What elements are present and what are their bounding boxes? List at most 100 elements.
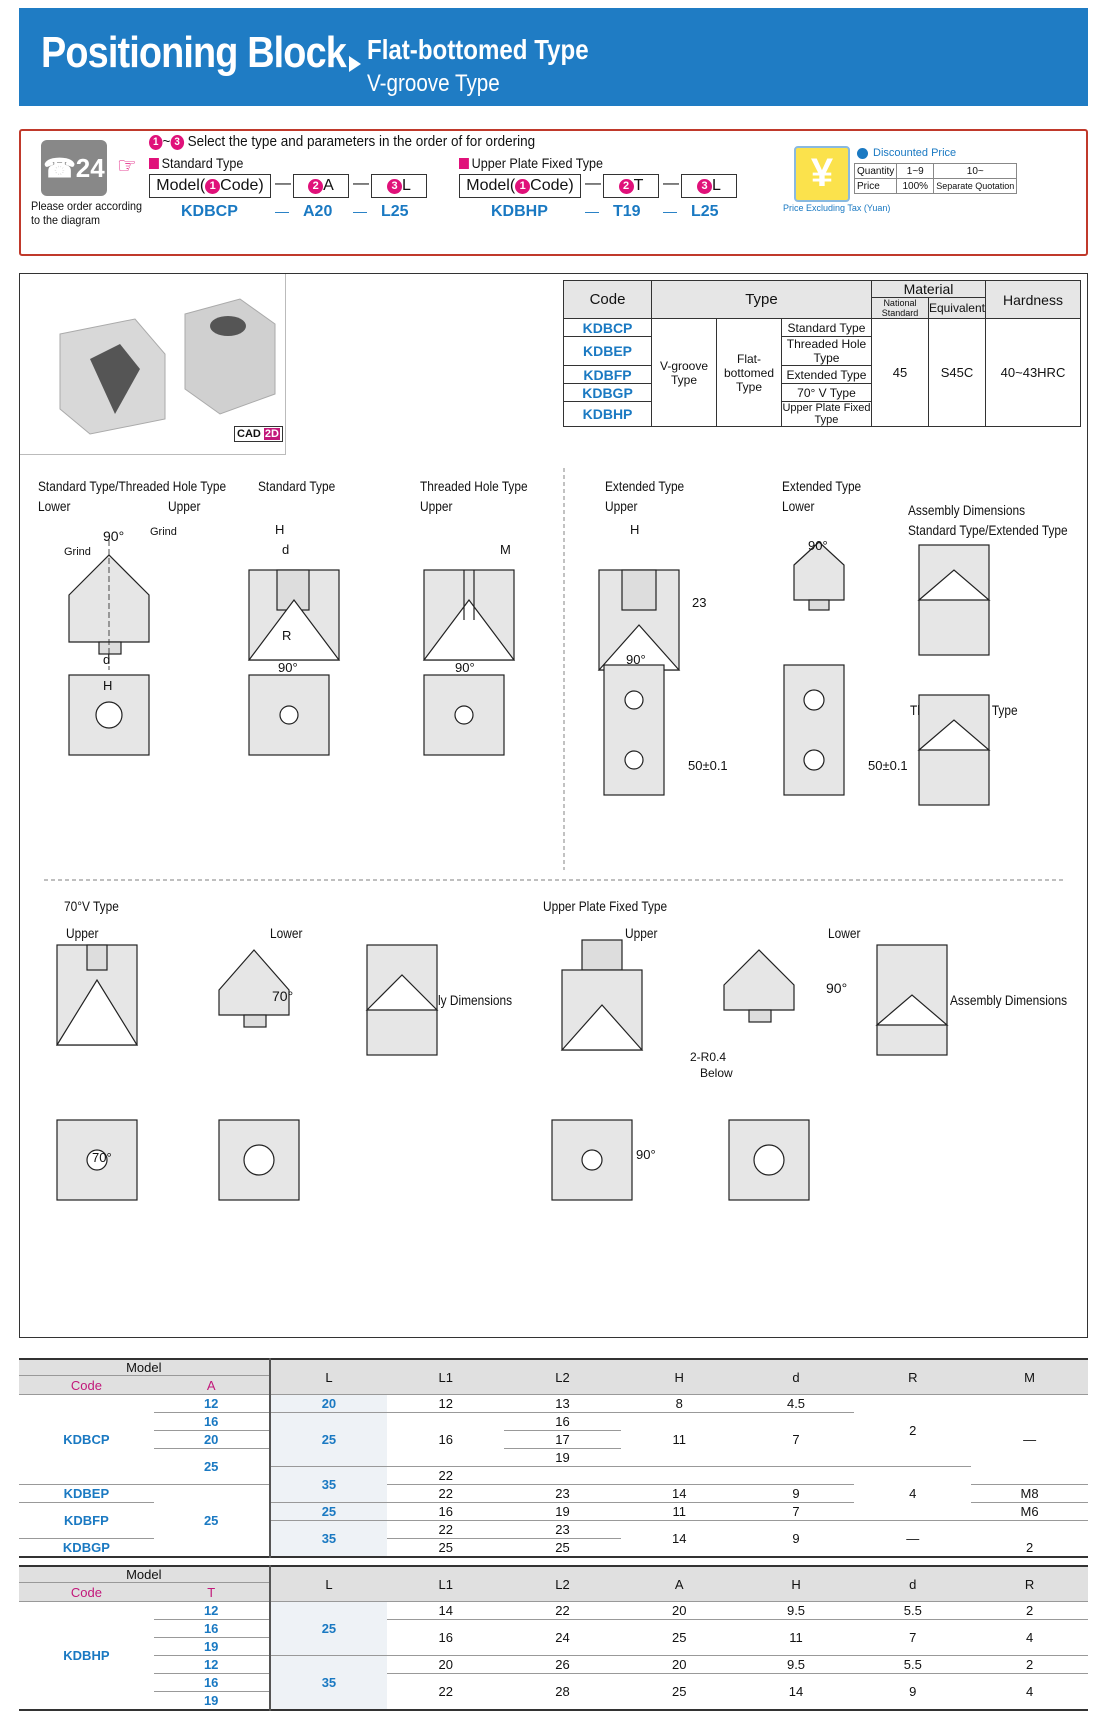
t1-d: 4.5 — [737, 1394, 855, 1413]
t2-l1: 16 — [387, 1619, 505, 1656]
t2-l2: 28 — [504, 1673, 621, 1711]
dim-70: 70° — [272, 988, 294, 1004]
dim-90: 90° — [636, 1147, 656, 1162]
t1-m: M6 — [971, 1502, 1088, 1521]
dash: — — [585, 175, 601, 192]
dim-90: 90° — [826, 980, 848, 996]
order-note: Please order according to the diagram — [31, 199, 143, 227]
spec-national: 45 — [870, 318, 929, 427]
product-photo: CAD 2D — [20, 274, 286, 455]
dim-h: H — [630, 522, 640, 537]
t2-l2: 26 — [504, 1655, 621, 1674]
t2-h-model: Model — [19, 1566, 271, 1583]
t1-r: 2 — [854, 1394, 972, 1467]
spec-h-code: Code — [563, 280, 652, 319]
dimension-table-1: Model L L1 L2 H d R M Code A KDBCP 12 20… — [19, 1358, 1088, 1558]
t1-code: KDBEP — [19, 1484, 154, 1503]
lbl-lower: Lower — [38, 498, 71, 514]
drawing-std-upper — [247, 569, 341, 661]
dim-r04: 2-R0.4 — [690, 1050, 727, 1064]
example-model: KDBCP — [181, 203, 238, 220]
t1-l: 25 — [269, 1412, 388, 1467]
t1-h-m: M — [971, 1359, 1088, 1395]
dash: — — [275, 203, 289, 219]
t2-d: 5.5 — [854, 1655, 972, 1674]
plan-4 — [603, 664, 665, 796]
spec-code: KDBCP — [563, 318, 652, 337]
t1-h-a: A — [153, 1375, 271, 1395]
spec-h-national: National Standard — [870, 297, 929, 319]
drawing-assembly-fixed — [875, 944, 949, 1056]
t2-t: 19 — [153, 1691, 271, 1711]
t2-t: 16 — [153, 1619, 271, 1638]
t1-h: 8 — [620, 1394, 738, 1413]
dim-grind: Grind — [64, 546, 91, 558]
lbl-assembly: Assembly Dimensions — [950, 992, 1068, 1008]
t1-code: KDBFP — [19, 1502, 154, 1539]
t2-h-d: d — [854, 1566, 972, 1602]
spec-hardness: 40~43HRC — [985, 318, 1081, 427]
lbl-standard: Standard Type — [258, 478, 336, 494]
t1-a: 25 — [153, 1448, 271, 1485]
lbl-upper: Upper — [625, 925, 658, 941]
t1-l2: 19 — [504, 1502, 621, 1521]
dim-h: H — [103, 678, 113, 693]
spec-subtype: 70° V Type — [781, 383, 872, 402]
t2-l: 25 — [269, 1601, 388, 1656]
drawing-threaded-upper — [422, 569, 516, 661]
drawing-assembly-v70 — [365, 944, 439, 1056]
t1-h-l: L — [269, 1359, 388, 1395]
spec-equivalent: S45C — [927, 318, 987, 427]
dim-m: M — [500, 542, 511, 557]
t1-h: 11 — [620, 1412, 738, 1467]
qty2: 10~ — [933, 163, 1018, 179]
spec-code: KDBHP — [563, 401, 652, 427]
t2-d: 5.5 — [854, 1601, 972, 1620]
dim-50: 50±0.1 — [868, 758, 908, 773]
t2-h-r: R — [971, 1566, 1088, 1602]
dim-70: 70° — [92, 1150, 112, 1165]
lbl-upper: Upper — [605, 498, 638, 514]
dash: — — [585, 203, 599, 219]
drawing-assembly-std — [917, 544, 991, 806]
t1-h: 11 — [620, 1502, 738, 1521]
dim-grind: Grind — [150, 526, 177, 538]
t1-l1: 22 — [387, 1466, 505, 1485]
t2-d: 7 — [854, 1619, 972, 1656]
lbl-extended: Extended Type — [605, 478, 685, 494]
example-a: A20 — [303, 203, 333, 220]
t1-l: 35 — [269, 1520, 388, 1558]
qty-label: Quantity — [853, 163, 898, 179]
standard-heading: Standard Type — [149, 155, 243, 171]
t1-l: 20 — [269, 1394, 388, 1413]
price1: 100% — [896, 178, 935, 194]
subtitle-vgroove: V-groove Type — [367, 70, 500, 97]
spec-subtype: Standard Type — [781, 318, 872, 337]
lbl-threaded: Threaded Hole Type — [420, 478, 528, 494]
t1-h-l1: L1 — [387, 1359, 505, 1395]
t1-m: — — [971, 1394, 1088, 1485]
lbl-upper: Upper — [66, 925, 99, 941]
spec-type-a: V-groove Type — [651, 318, 717, 427]
spec-code: KDBGP — [563, 383, 652, 402]
dash: — — [663, 203, 677, 219]
t1-m: — — [854, 1520, 972, 1558]
t2-h: 11 — [737, 1619, 855, 1656]
t1-l: 35 — [269, 1466, 388, 1503]
t1-l1: 16 — [387, 1502, 505, 1521]
example-model-upper: KDBHP — [491, 203, 548, 220]
lbl-std-thread: Standard Type/Threaded Hole Type — [38, 478, 227, 494]
t2-r: 2 — [971, 1601, 1088, 1620]
t2-t: 16 — [153, 1673, 271, 1692]
plan-5 — [783, 664, 845, 796]
spec-subtype: Extended Type — [781, 365, 872, 384]
t1-d: 7 — [737, 1412, 855, 1467]
t2-a: 25 — [620, 1619, 738, 1656]
technical-drawings — [44, 468, 1064, 1201]
drawing-v70-lower — [218, 949, 290, 1028]
t1-d: 9 — [737, 1484, 855, 1503]
t1-h-r: R — [854, 1359, 972, 1395]
spec-h-material: Material — [870, 280, 987, 298]
t2-l1: 20 — [387, 1655, 505, 1674]
